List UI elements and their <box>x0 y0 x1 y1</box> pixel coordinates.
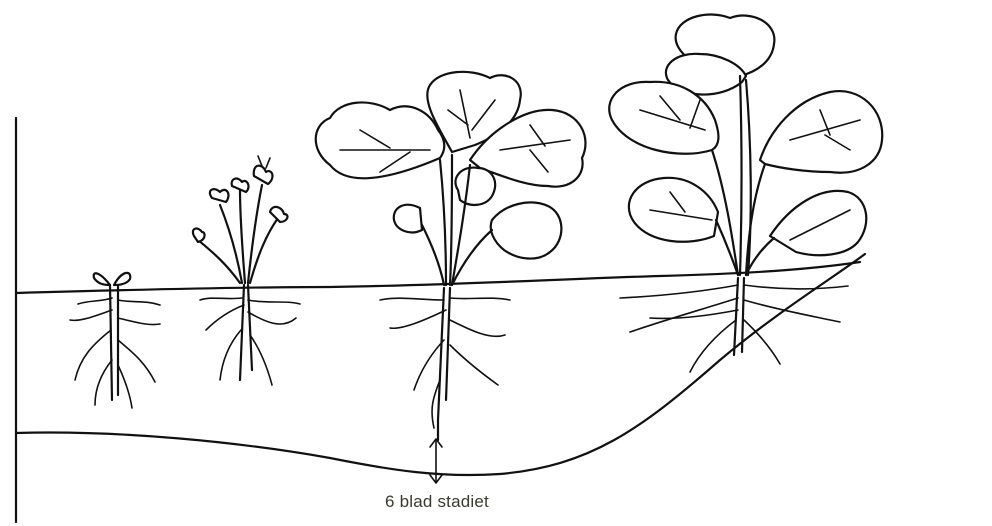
plant-mature <box>609 15 882 372</box>
depth-arrow <box>430 439 442 483</box>
plant-early-leaf <box>193 156 300 385</box>
plant-six-leaf <box>316 72 586 440</box>
stage-caption: 6 blad stadiet <box>385 492 555 512</box>
ground-line <box>16 262 860 293</box>
plant-seedling <box>70 273 160 408</box>
